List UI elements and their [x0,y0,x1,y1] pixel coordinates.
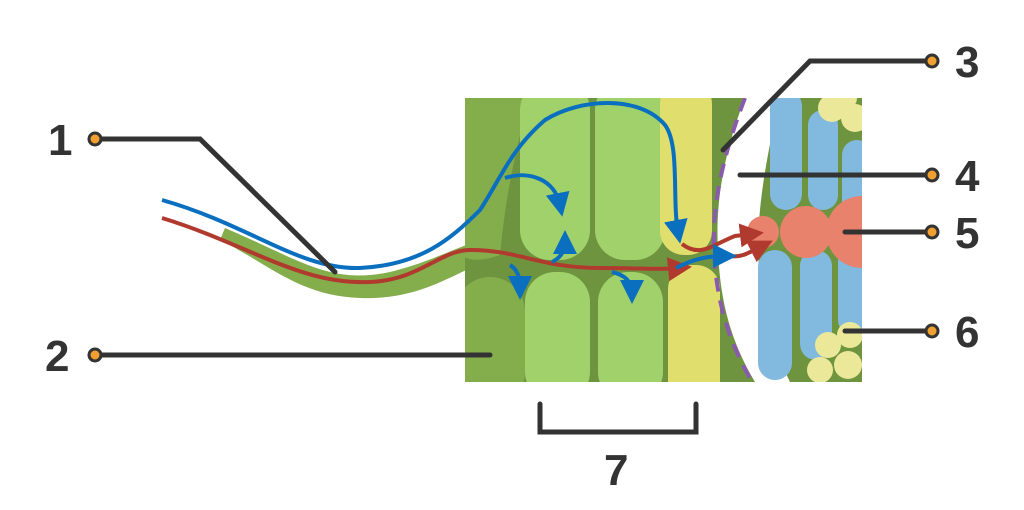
vessel-element [780,206,832,258]
label-3: 3 [955,38,979,87]
symplastic-pathway-arrow [504,173,570,217]
root-hair [220,228,485,299]
apoplastic-pathway-arrow [161,216,692,285]
bracket-7 [537,401,699,435]
xylem-cells [758,98,862,380]
label-6: 6 [955,308,979,357]
symplastic-pathway-arrow [675,244,737,270]
label-1: 1 [48,116,72,165]
label-4: 4 [955,152,980,201]
symplastic-pathway-arrow [611,270,644,304]
epidermis-cell-lower [465,277,525,382]
label-2: 2 [45,332,69,381]
leader-3 [720,58,935,153]
apoplastic-pathway-arrow [680,223,764,253]
cortex-cell [598,272,663,382]
dot-1 [87,131,103,147]
symplastic-pathway-arrow [161,101,688,271]
label-5: 5 [955,209,979,258]
leader-1 [92,136,338,275]
dot-5 [924,224,940,240]
cortex-cell [595,98,665,260]
dot-3 [924,53,940,69]
dot-2 [87,347,103,363]
endodermis-cell [668,265,720,382]
dot-6 [924,323,940,339]
phloem-cells [807,98,862,382]
symplastic-pathway-arrow [507,263,532,300]
tissue [465,98,862,382]
label-dots [87,53,940,363]
symplastic-pathway-arrow [551,230,577,264]
cortex-cell [520,98,590,260]
vessel-element [747,216,779,248]
label-7: 7 [604,446,628,495]
endodermis-cell [660,98,712,255]
cortex-cell [525,272,590,382]
dot-4 [924,167,940,183]
leader-lines [92,58,935,435]
